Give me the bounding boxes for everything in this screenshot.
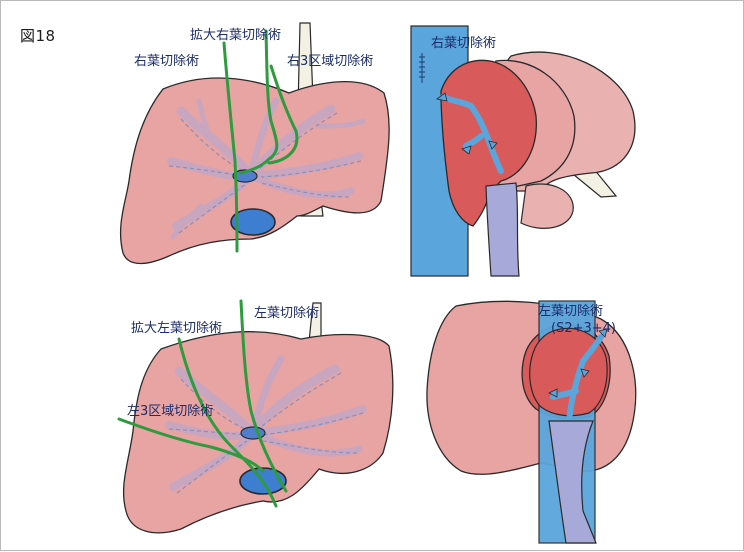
vessel-clips-left	[548, 328, 608, 398]
hepatic-vein-dashes-bottom	[168, 372, 364, 494]
portal-vein	[232, 169, 258, 183]
figure-label: 図18	[20, 27, 56, 45]
panel-bottom-right: 左葉切除術 (S2+3+4)	[426, 300, 637, 544]
inferior-vena-cava	[230, 208, 276, 236]
portal-branches-left	[550, 334, 604, 424]
label-extended-right-hepatectomy: 拡大右葉切除術	[190, 28, 281, 43]
label-left-trisectionectomy: 左3区域切除術	[127, 404, 213, 419]
panel-top-left: 拡大右葉切除術 右葉切除術 右3区域切除術	[119, 22, 390, 265]
staple-marks	[419, 53, 425, 83]
cut-lines	[222, 29, 299, 253]
cut-lines-bottom	[117, 299, 288, 508]
label-left-hepatectomy-view: 左葉切除術	[538, 304, 603, 319]
label-right-trisectionectomy: 右3区域切除術	[287, 54, 373, 69]
panel-top-right: 右葉切除術	[410, 25, 636, 277]
hepatic-vessel-left	[548, 420, 597, 544]
label-segments: (S2+3+4)	[551, 321, 616, 336]
caudate-lobe	[520, 183, 574, 229]
label-extended-left-hepatectomy: 拡大左葉切除術	[131, 321, 222, 336]
label-left-hepatectomy: 左葉切除術	[254, 306, 319, 321]
label-right-hepatectomy: 右葉切除術	[134, 54, 199, 69]
vessel-clips	[436, 92, 498, 155]
panel-bottom-left: 拡大左葉切除術 左葉切除術 左3区域切除術	[117, 299, 394, 534]
portal-vein-bottom	[240, 426, 266, 440]
label-right-hepatectomy-view: 右葉切除術	[431, 36, 496, 51]
hepatic-vessel-right	[485, 182, 520, 277]
